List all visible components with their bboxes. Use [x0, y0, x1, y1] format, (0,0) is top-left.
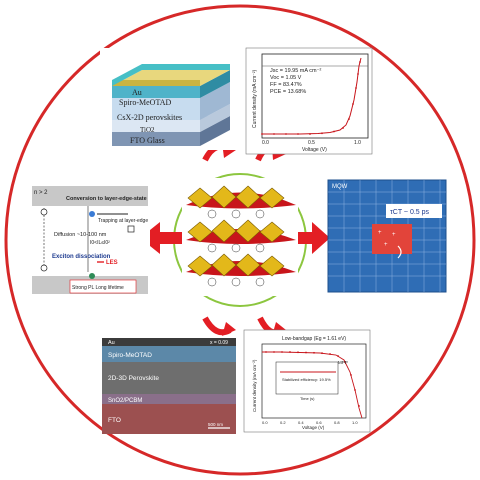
layer-label-au: Au	[132, 88, 142, 97]
jv2-markers	[265, 351, 360, 407]
sem-label-fto: FTO	[108, 417, 121, 424]
jv-plot-frame	[261, 53, 369, 139]
mechanism-square-icon	[127, 225, 135, 233]
mechanism-exciton: Exciton dissociation	[52, 254, 111, 260]
jv2-xtick-1: 0.2	[280, 420, 286, 425]
mechanism-trapping: Trapping at layer-edge	[98, 218, 148, 224]
mqw-tau-box	[386, 204, 442, 218]
layer-label-spiro: Spiro-MeOTAD	[119, 98, 171, 107]
sem-panel: Au Spiro-MeOTAD 2D-3D Perovskite SnO2/PC…	[102, 338, 236, 434]
jv2-xtick-0: 0.0	[262, 420, 268, 425]
jv-chart-panel: Jsc = 19.95 mA cm⁻² Voc = 1.05 V FF = 83…	[245, 47, 373, 155]
mechanism-result-box	[69, 279, 137, 294]
jv-xtick-1: 0.5	[308, 140, 315, 146]
electron-icon	[40, 208, 48, 216]
mechanism-cb-band	[32, 186, 148, 206]
sem-label-perovskite: 2D-3D Perovskite	[108, 375, 159, 382]
jv2-inset	[275, 361, 339, 395]
jv2-inset-xlabel: Time (s)	[300, 396, 315, 401]
mqw-curl-arrow	[397, 245, 402, 259]
jv-chart2-panel: Low-bandgap (Eg = 1.61 eV) MPP Stabilize…	[243, 329, 371, 433]
jv2-mpp: MPP	[338, 360, 348, 365]
sem-sno2	[102, 394, 236, 404]
jv2-xtick-3: 0.6	[316, 420, 322, 425]
recombined-icon	[89, 273, 95, 279]
jv-param-pce: PCE = 13.68%	[270, 89, 306, 95]
trap-electron-icon	[89, 211, 95, 217]
jv2-ylabel: Current density (mA cm⁻²)	[252, 359, 257, 412]
sem-scale-note: x = 0.09	[210, 340, 228, 346]
jv2-xlabel: Voltage (V)	[302, 425, 325, 430]
jv-markers	[261, 61, 361, 135]
sem-label-spiro: Spiro-MeOTAD	[108, 352, 152, 359]
jv2-xtick-4: 0.8	[334, 420, 340, 425]
mechanism-n-label: n > 2	[34, 190, 48, 196]
mechanism-panel: n > 2 Conversion to layer-edge-state Tra…	[30, 182, 150, 296]
sem-label-sno2: SnO2/PCBM	[108, 398, 142, 404]
hole-icon	[40, 264, 48, 272]
mqw-plus-2: +	[392, 232, 396, 238]
mechanism-diffusion: Diffusion ~10-100 nm	[54, 232, 107, 238]
layer-label-fto: FTO Glass	[130, 136, 165, 145]
layer-tio2	[112, 104, 230, 132]
jv-xlabel: Voltage (V)	[302, 147, 327, 153]
sem-spiro	[102, 346, 236, 362]
sem-au	[102, 338, 236, 346]
mqw-charge-region	[372, 224, 412, 254]
mqw-plus-3: +	[384, 242, 388, 248]
layer-label-perovskite: CsX-2D perovskites	[117, 113, 182, 122]
jv-ylabel: Current density (mA cm⁻²)	[252, 69, 258, 128]
layer-au	[112, 64, 230, 86]
mqw-label: MQW	[332, 184, 348, 190]
mqw-tau: τCT ~ 0.5 ps	[390, 209, 430, 216]
jv-xtick-0: 0.0	[262, 140, 269, 146]
mechanism-title: Conversion to layer-edge-state	[66, 196, 147, 202]
sem-label-au: Au	[108, 340, 115, 346]
layer-spiro	[112, 70, 230, 98]
sem-scale-label: 500 nm	[208, 422, 223, 427]
jv2-xtick-5: 1.0	[352, 420, 358, 425]
jv-param-voc: Voc = 1.05 V	[270, 75, 302, 81]
jv-param-ff: FF = 83.47%	[270, 82, 302, 88]
layer-label-tio2: TiO2	[140, 126, 155, 134]
jv2-inset-label: Stabilized efficiency: 19.5%	[282, 377, 331, 382]
arrow-head-bottom-left	[222, 322, 236, 336]
jv-param-jsc: Jsc = 19.95 mA cm⁻²	[270, 68, 322, 74]
sem-fto	[102, 404, 236, 434]
crystal-structure	[182, 178, 298, 296]
mechanism-ineq: I0<IL≤I0²	[90, 240, 110, 246]
mqw-plus-1: +	[378, 230, 382, 236]
jv-xtick-2: 1.0	[354, 140, 361, 146]
mqw-panel: + + + τCT ~ 0.5 ps MQW	[327, 179, 447, 293]
jv2-plot-frame	[261, 343, 367, 419]
mechanism-les: LES	[106, 260, 118, 266]
right-arrow	[296, 222, 330, 254]
sem-perovskite	[102, 362, 236, 394]
jv2-xtick-2: 0.4	[298, 420, 304, 425]
jv2-title: Low-bandgap (Eg = 1.61 eV)	[282, 336, 346, 342]
device-stack-panel: Au Spiro-MeOTAD CsX-2D perovskites TiO2 …	[100, 48, 238, 150]
layer-perovskite	[112, 82, 230, 120]
mechanism-result: Strong PL Long lifetime	[72, 285, 124, 291]
